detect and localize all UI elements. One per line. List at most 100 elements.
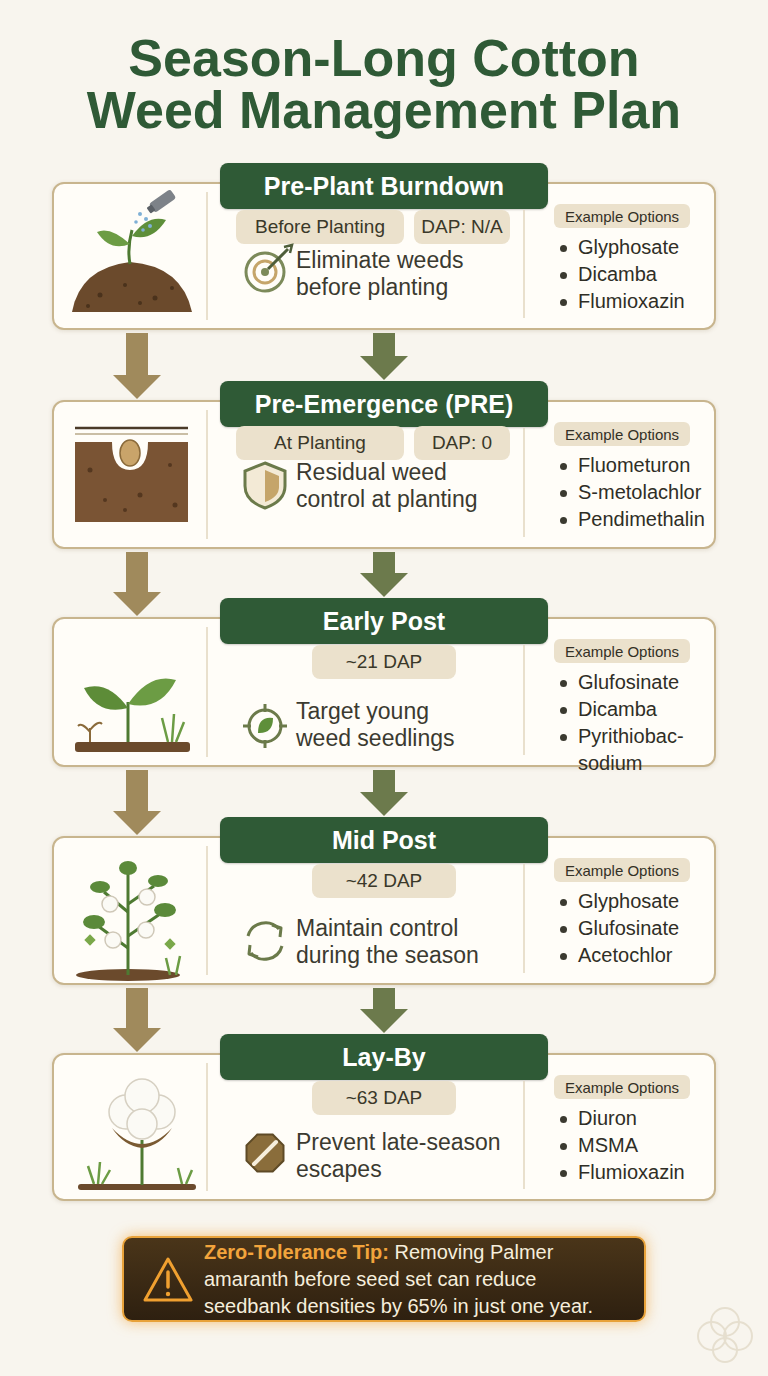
goal-text: Prevent late-season escapes [296, 1129, 508, 1183]
bullet-dot [560, 953, 567, 960]
flow-arrow [360, 988, 408, 1033]
goal-text: Target young weed seedlings [296, 698, 485, 752]
shield-icon [245, 463, 285, 508]
list-row: Glufosinate [560, 915, 712, 942]
tip-box: Zero-Tolerance Tip:Removing Palmer amara… [122, 1236, 646, 1322]
bullet-dot [560, 1170, 567, 1177]
tip-lead: Zero-Tolerance Tip: [204, 1241, 389, 1263]
arrow-shaft [126, 988, 148, 1028]
flow-arrow [113, 988, 161, 1052]
list-row: Flumioxazin [560, 288, 712, 315]
bullet-dot [560, 272, 567, 279]
arrow-shaft [373, 988, 395, 1009]
stage-card: Target young weed seedlings GlufosinateDi… [52, 617, 716, 767]
bullet-dot [560, 463, 567, 470]
flow-arrow [360, 333, 408, 380]
herbicide-name: Glyphosate [578, 888, 712, 915]
options-label: Example Options [565, 643, 679, 660]
stage-card: Eliminate weeds before planting Glyphosat… [52, 182, 716, 330]
arrow-shaft [126, 333, 148, 375]
flow-arrow [360, 552, 408, 597]
bullet-dot [560, 899, 567, 906]
separator-lines [207, 192, 524, 1191]
herbicide-name: Fluometuron [578, 452, 712, 479]
timing-pill: At Planting [236, 426, 404, 460]
herbicide-name: MSMA [578, 1132, 712, 1159]
bullet-dot [560, 490, 567, 497]
stage-card: Residual weed control at plantingFluomet… [52, 400, 716, 549]
herbicide-name: Flumioxazin [578, 1159, 712, 1186]
cotton-boll-icon [78, 1079, 196, 1190]
list-row: Dicamba [560, 261, 712, 288]
list-row: Glyphosate [560, 888, 712, 915]
bullet-dot [560, 1116, 567, 1123]
bullet-dot [560, 245, 567, 252]
timing-pill: DAP: N/A [414, 210, 510, 244]
list-row: Glufosinate [560, 669, 712, 696]
arrow-head [360, 356, 408, 380]
seed-soil-icon [75, 428, 188, 522]
bullet-dot [560, 1143, 567, 1150]
herbicide-name: S-metolachlor [578, 479, 712, 506]
stage-title: Lay-By [342, 1043, 425, 1072]
stage-header: Lay-By [220, 1034, 548, 1080]
herbicide-name: Dicamba [578, 696, 712, 723]
herbicide-name: Flumioxazin [578, 288, 712, 315]
prohibit-icon [247, 1135, 284, 1172]
bullet-dot [560, 734, 567, 741]
bullet-dot [560, 680, 567, 687]
list-row: S-metolachlor [560, 479, 712, 506]
herbicide-list: DiuronMSMAFlumioxazin [560, 1105, 712, 1186]
timing-text: DAP: N/A [421, 216, 502, 238]
herbicide-name: Acetochlor [578, 942, 712, 969]
timing-text: Before Planting [255, 216, 385, 238]
stage-header: Mid Post [220, 817, 548, 863]
arrow-shaft [373, 333, 395, 356]
stage-header: Pre-Plant Burndown [220, 163, 548, 209]
herbicide-name: Glufosinate [578, 915, 712, 942]
cycle-icon [248, 923, 282, 960]
list-row: Pendimethalin [560, 506, 712, 533]
timing-pill: ~21 DAP [312, 645, 456, 679]
options-label: Example Options [565, 1079, 679, 1096]
bullet-dot [560, 299, 567, 306]
bullet-dot [560, 517, 567, 524]
list-row: MSMA [560, 1132, 712, 1159]
flow-arrow [360, 770, 408, 816]
timing-pill: ~63 DAP [312, 1081, 456, 1115]
list-row: Glyphosate [560, 234, 712, 261]
stage-title: Pre-Plant Burndown [264, 172, 504, 201]
stage-header: Pre-Emergence (PRE) [220, 381, 548, 427]
list-row: Pyrithiobac-sodium [560, 723, 712, 777]
cotton-plant-icon [76, 861, 180, 981]
timing-text: ~21 DAP [346, 651, 423, 673]
herbicide-name: Glyphosate [578, 234, 712, 261]
options-tag: Example Options [554, 1075, 690, 1099]
timing-pill: Before Planting [236, 210, 404, 244]
timing-text: At Planting [274, 432, 366, 454]
herbicide-list: FluometuronS-metolachlorPendimethalin [560, 452, 712, 533]
list-row: Acetochlor [560, 942, 712, 969]
list-row: Flumioxazin [560, 1159, 712, 1186]
herbicide-name: Pyrithiobac-sodium [578, 723, 712, 777]
arrow-shaft [373, 770, 395, 792]
goal-text: Eliminate weeds before planting [296, 247, 485, 301]
arrow-shaft [126, 770, 148, 811]
warning-icon [145, 1259, 191, 1300]
timing-text: ~63 DAP [346, 1087, 423, 1109]
sprout-sprayer-icon [72, 189, 192, 312]
herbicide-name: Dicamba [578, 261, 712, 288]
herbicide-name: Diuron [578, 1105, 712, 1132]
flow-arrow [113, 333, 161, 399]
timing-pill: ~42 DAP [312, 864, 456, 898]
timing-text: DAP: 0 [432, 432, 492, 454]
arrow-head [360, 792, 408, 816]
options-tag: Example Options [554, 639, 690, 663]
options-label: Example Options [565, 426, 679, 443]
seedling-icon [75, 678, 190, 752]
goal-text: Maintain control during the season [296, 915, 485, 969]
crosshair-leaf-icon [243, 704, 287, 748]
flow-arrow [113, 770, 161, 835]
target-icon [246, 245, 292, 291]
